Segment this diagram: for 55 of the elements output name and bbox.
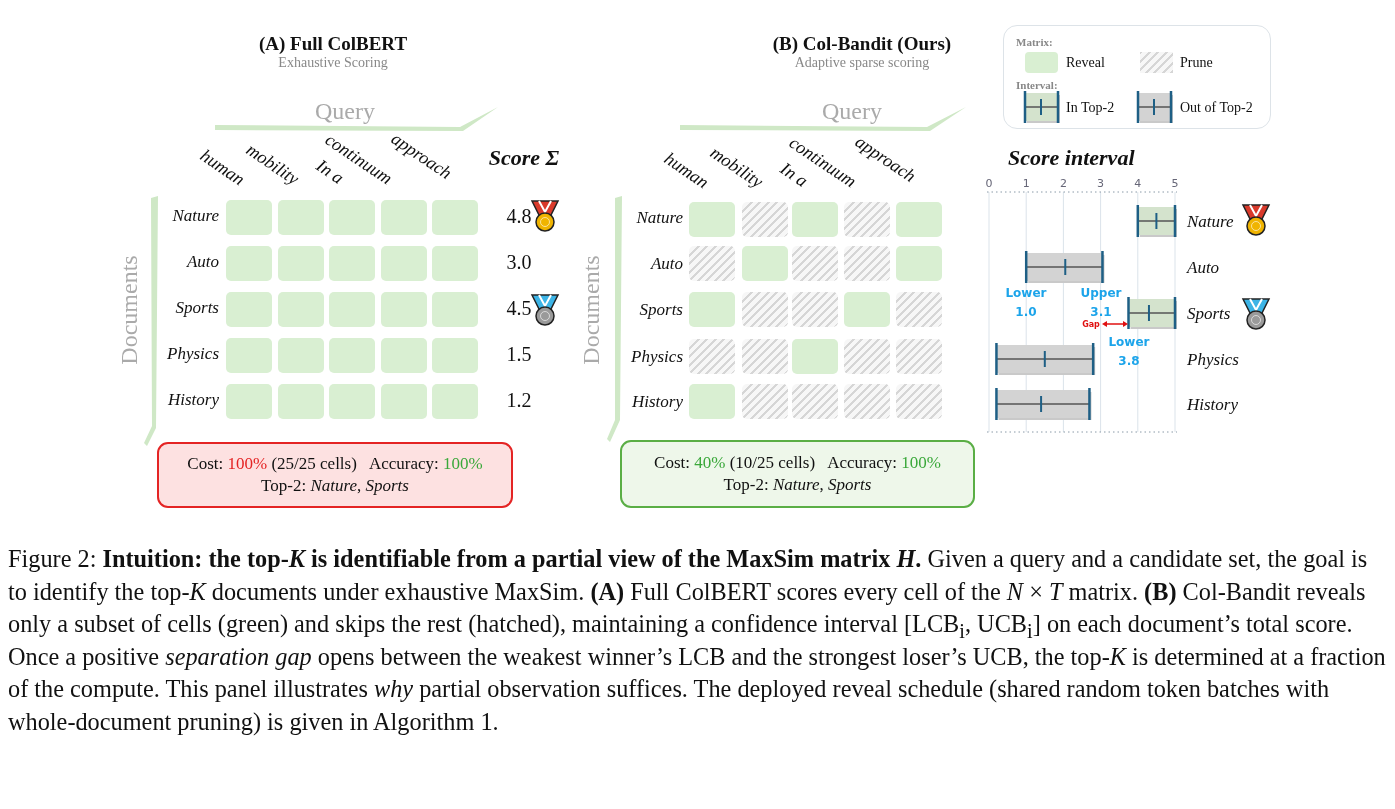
result-text: Top-2: Nature, Sports [723,474,872,496]
row-label: Nature [1187,212,1234,232]
row-label: Physics [631,347,683,367]
result-text: Cost: 100% (25/25 cells) [187,453,357,475]
row-label: Auto [650,254,683,274]
row-label: Auto [186,252,219,272]
legend-heading: Interval: [1016,79,1058,91]
result-text: Accuracy: 100% [827,452,941,474]
score-value: 4.5 [506,296,532,320]
tick-label: 5 [1171,176,1179,190]
legend-label: Out of Top-2 [1180,100,1253,116]
gap-label: Gap [1082,319,1100,329]
score-value: 4.8 [506,204,532,228]
row-label: Nature [172,206,219,226]
axis-title: Documents [577,255,605,365]
row-label: Physics [1187,350,1239,370]
row-label: Sports [1187,304,1231,324]
axis-title: Query [822,97,882,125]
tick-label: 2 [1059,176,1067,190]
row-label: History [1187,395,1238,415]
result-box [157,442,513,508]
result-text: Top-2: Nature, Sports [261,475,409,497]
axis-title: Documents [115,255,143,365]
result-text: Accuracy: 100% [368,453,483,475]
figure-caption: Figure 2: Intuition: the top-K is identifiable from a partial view of the MaxSim matrix H. Given a query and a candidate set, the goal is to identify the top-K documents under exhaustive MaxSim. (A) Full ColBERT scores every cell of the N × T matrix. (B) Col-Bandit reveals only a subset of cells (green) and skips the rest (hatched), maintaining a confidence interval [LCB$_{i}$, UCB$_{i}$] on each document’s total score. Once a positive separation gap opens between the weakest winner’s LCB and the strongest loser’s UCB, the top-K is determined at a fraction of the compute. This panel illustrates why partial observation suffices. The deployed reveal schedule (shared random token batches with whole-document pruning) is given in Algorithm 1. [8,544,1387,737]
row-label: History [632,392,683,412]
legend-heading: Matrix: [1016,36,1053,48]
panel-title: (B) Col-Bandit (Ours) [772,33,952,55]
bound-label: Lower 3.8 [1107,334,1151,370]
legend-label: In Top-2 [1066,100,1115,116]
chart-title: Score interval [1008,145,1135,171]
row-label: History [168,390,219,410]
panel-title: (A) Full ColBERT [258,33,408,55]
row-label: Sports [175,298,219,318]
row-label: Nature [636,208,683,228]
score-value: 1.2 [506,388,532,412]
bound-label: Lower 1.0 [1004,285,1048,321]
score-value: 1.5 [506,342,532,366]
panel-subtitle: Exhaustive Scoring [278,55,388,71]
panel-subtitle: Adaptive sparse scoring [794,55,930,71]
result-box [620,440,975,508]
tick-label: 0 [985,176,993,190]
tick-label: 3 [1097,176,1105,190]
legend-label: Prune [1180,55,1213,71]
row-label: Auto [1187,258,1220,278]
tick-label: 4 [1134,176,1142,190]
legend-label: Reveal [1066,55,1105,71]
bound-label: Upper 3.1 [1079,285,1123,320]
column-heading: Score Σ [488,145,560,171]
tick-label: 1 [1022,176,1030,190]
row-label: Sports [639,300,683,320]
result-text: Cost: 40% (10/25 cells) [654,452,816,474]
row-label: Physics [167,344,219,364]
score-value: 3.0 [506,250,532,274]
axis-title: Query [315,97,375,125]
